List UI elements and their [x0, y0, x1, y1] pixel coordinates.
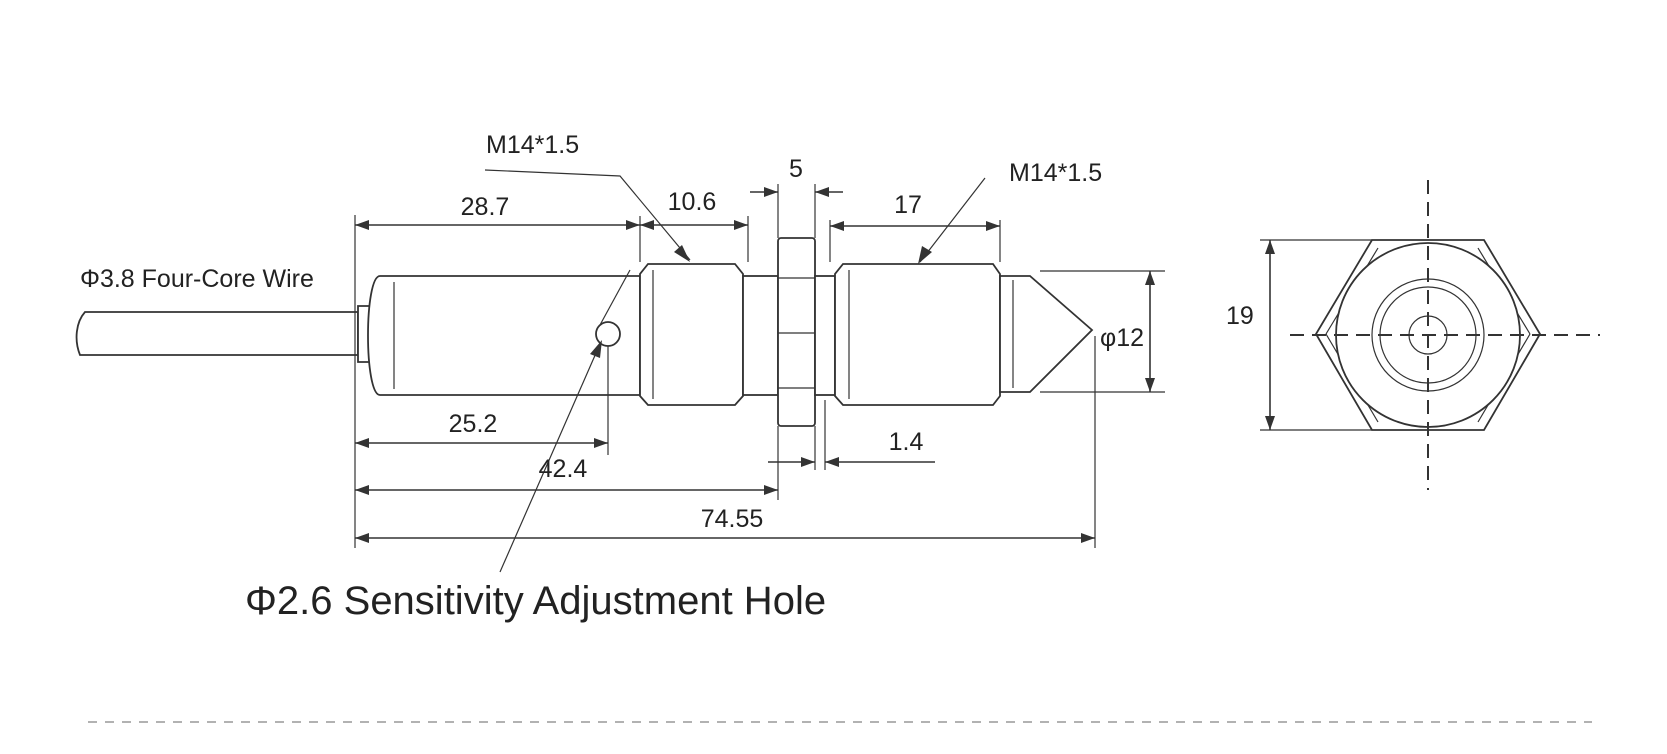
dim-1-4-label: 1.4 [889, 428, 924, 456]
thread-left-label: M14*1.5 [486, 131, 579, 159]
leader-arrow [674, 245, 690, 262]
leader-hole-up [599, 269, 631, 326]
left-thread-section [639, 263, 744, 406]
dim-arrow [1145, 271, 1155, 392]
dim-42-4-label: 42.4 [539, 455, 588, 483]
dimensions [354, 169, 1165, 573]
leader-thread-left [484, 169, 691, 261]
dim-25-2-label: 25.2 [449, 410, 498, 438]
dim-arrow [764, 187, 829, 197]
sensor-tip [999, 275, 1094, 393]
thread-right-label: M14*1.5 [1009, 159, 1102, 187]
dim-17-label: 17 [894, 191, 922, 219]
leader-arrow [918, 246, 932, 264]
leader-thread-right [919, 177, 986, 263]
neck-right [814, 275, 836, 396]
dim-28-7-label: 28.7 [461, 193, 510, 221]
sensor-body [367, 275, 641, 396]
right-thread-section [834, 263, 1001, 406]
dim-74-55-label: 74.55 [701, 505, 764, 533]
dim-arrow [801, 457, 839, 467]
side-view [75, 237, 1094, 427]
hex-nut-side [777, 237, 816, 427]
labels: Φ3.8 Four-Core Wire M14*1.5 M14*1.5 28.7… [80, 131, 1254, 623]
neck-left [742, 275, 779, 396]
dim-10-6-label: 10.6 [668, 188, 717, 216]
dim-phi12-label: φ12 [1100, 324, 1144, 352]
leader-arrow [590, 340, 602, 358]
dim-5-label: 5 [789, 155, 803, 183]
dim-19-label: 19 [1226, 302, 1254, 330]
hole-note-label: Φ2.6 Sensitivity Adjustment Hole [245, 579, 826, 623]
leader-hole [499, 343, 601, 573]
adjustment-hole [595, 321, 621, 347]
cable [75, 311, 359, 356]
wire-label: Φ3.8 Four-Core Wire [80, 265, 314, 293]
end-view [1260, 180, 1600, 490]
